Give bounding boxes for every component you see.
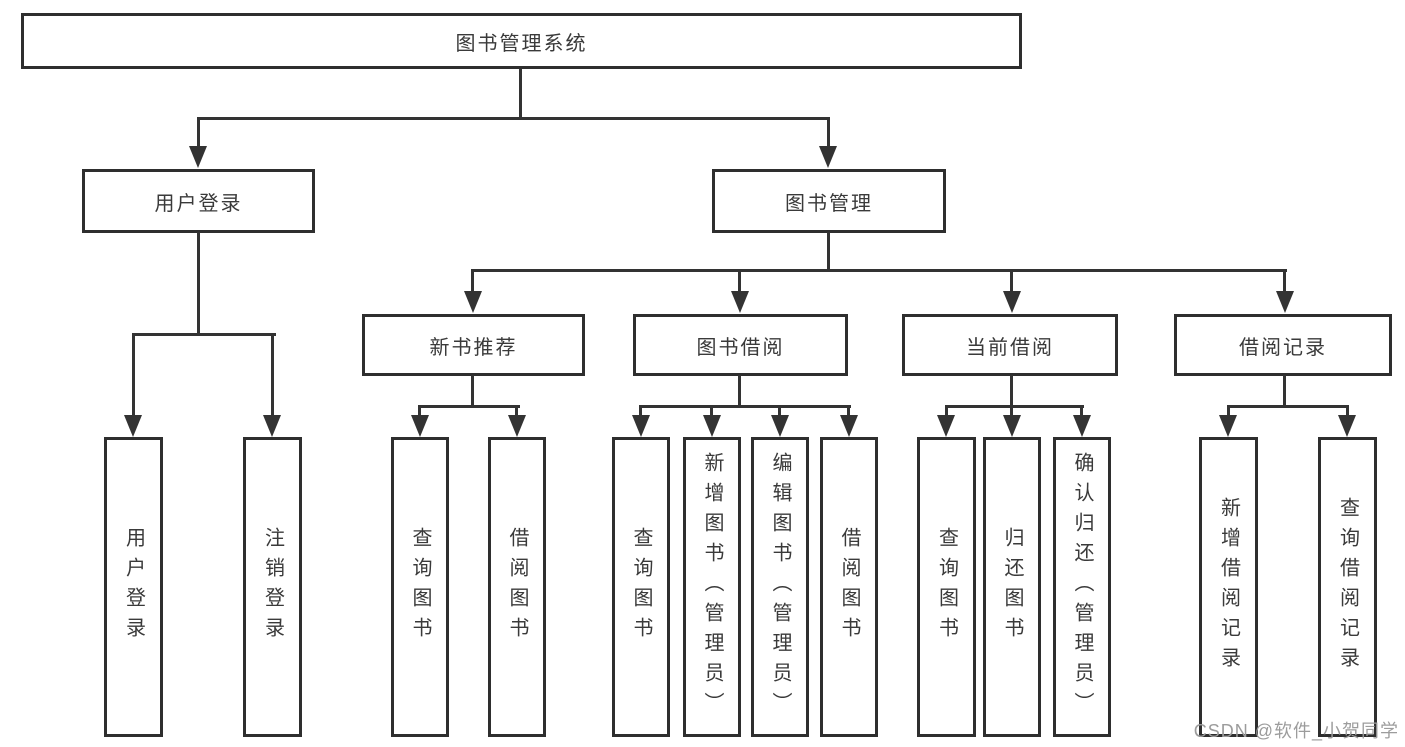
node-user-login: 用户登录 [82, 169, 315, 233]
arrowhead [771, 415, 789, 437]
connector-line [197, 117, 830, 120]
connector-line [515, 405, 518, 417]
connector-line [827, 232, 830, 272]
connector-line [710, 405, 713, 417]
leaf-label: 新增借阅记录 [1217, 497, 1240, 677]
leaf-search-borrow-record: 查询借阅记录 [1318, 437, 1377, 737]
leaf-add-books-admin: 新增图书（管理员） [683, 437, 741, 737]
arrowhead [819, 146, 837, 168]
arrowhead [703, 415, 721, 437]
connector-line [1010, 375, 1013, 408]
leaf-search-books: 查询图书 [391, 437, 449, 737]
leaf-label: 确认归还（管理员） [1071, 452, 1093, 722]
arrowhead [1003, 291, 1021, 313]
leaf-user-login: 用户登录 [104, 437, 163, 737]
leaf-label: 编辑图书（管理员） [769, 452, 791, 722]
leaf-label: 查询图书 [409, 527, 431, 647]
arrowhead [1219, 415, 1237, 437]
arrowhead [731, 291, 749, 313]
node-book-borrowing: 图书借阅 [633, 314, 848, 376]
node-current-borrowing: 当前借阅 [902, 314, 1118, 376]
connector-line [197, 117, 200, 149]
connector-line [471, 269, 1287, 272]
arrowhead [411, 415, 429, 437]
connector-line [639, 405, 851, 408]
arrowhead [1276, 291, 1294, 313]
connector-line [1010, 269, 1013, 294]
connector-line [1227, 405, 1230, 417]
leaf-label: 查询图书 [630, 527, 652, 647]
leaf-label: 查询图书 [935, 527, 958, 647]
arrowhead [1338, 415, 1356, 437]
connector-line [1080, 405, 1083, 417]
connector-line [418, 405, 520, 408]
connector-line [1010, 405, 1013, 417]
leaf-label: 用户登录 [122, 527, 145, 647]
leaf-label: 归还图书 [1001, 527, 1023, 647]
arrowhead [263, 415, 281, 437]
leaf-label: 新增图书（管理员） [701, 452, 723, 722]
arrowhead [508, 415, 526, 437]
leaf-label: 查询借阅记录 [1336, 497, 1359, 677]
connector-line [271, 333, 274, 416]
leaf-search-books-3: 查询图书 [917, 437, 976, 737]
arrowhead [937, 415, 955, 437]
leaf-add-borrow-record: 新增借阅记录 [1199, 437, 1258, 737]
connector-line [1283, 269, 1286, 294]
leaf-edit-books-admin: 编辑图书（管理员） [751, 437, 809, 737]
connector-line [1227, 405, 1349, 408]
connector-line [778, 405, 781, 417]
leaf-logout: 注销登录 [243, 437, 302, 737]
connector-line [519, 69, 522, 118]
arrowhead [1003, 415, 1021, 437]
connector-line [132, 333, 276, 336]
leaf-return-books: 归还图书 [983, 437, 1041, 737]
leaf-borrow-books-2: 借阅图书 [820, 437, 878, 737]
connector-line [197, 232, 200, 335]
connector-line [471, 375, 474, 408]
leaf-search-books-2: 查询图书 [612, 437, 670, 737]
connector-line [1346, 405, 1349, 417]
connector-line [945, 405, 1084, 408]
node-borrowing-records: 借阅记录 [1174, 314, 1392, 376]
arrowhead [189, 146, 207, 168]
connector-line [132, 333, 135, 416]
connector-line [639, 405, 642, 417]
connector-line [418, 405, 421, 417]
connector-line [847, 405, 850, 417]
leaf-borrow-books: 借阅图书 [488, 437, 546, 737]
csdn-watermark: CSDN @软件_小贺同学 [1193, 721, 1399, 741]
connector-line [738, 375, 741, 408]
node-library-management-system: 图书管理系统 [21, 13, 1022, 69]
arrowhead [632, 415, 650, 437]
arrowhead [464, 291, 482, 313]
node-book-management: 图书管理 [712, 169, 946, 233]
connector-line [1283, 375, 1286, 408]
connector-line [945, 405, 948, 417]
connector-line [471, 269, 474, 294]
leaf-confirm-return-admin: 确认归还（管理员） [1053, 437, 1111, 737]
connector-line [738, 269, 741, 294]
leaf-label: 借阅图书 [838, 527, 860, 647]
node-new-book-recommendation: 新书推荐 [362, 314, 585, 376]
arrowhead [124, 415, 142, 437]
arrowhead [1073, 415, 1091, 437]
connector-line [827, 117, 830, 149]
leaf-label: 借阅图书 [506, 527, 528, 647]
leaf-label: 注销登录 [261, 527, 284, 647]
arrowhead [840, 415, 858, 437]
